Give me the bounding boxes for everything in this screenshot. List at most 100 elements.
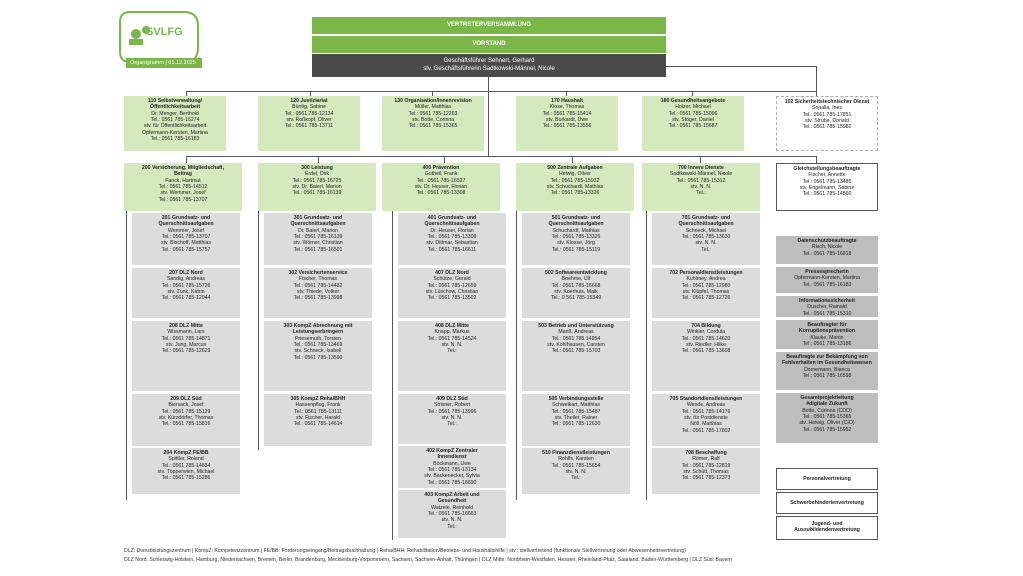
staff-box-line: Tel.: 0561 785-16598 (802, 373, 852, 380)
unit-box-line: Wissmann, Lars (167, 329, 205, 336)
unit-box-line: Tel.: 0561 785-13326 (551, 234, 601, 241)
unit-box-line: Wemmer, Josef (168, 227, 204, 234)
staff-box-title: Pressesprecherin (805, 269, 849, 275)
staff-box-line: Opfermann-Kersten, Martina (794, 275, 860, 282)
unit-box-line: Tel.: 0 561 785-15349 (550, 295, 602, 302)
equality-title: Gleichstellungsbeauftragte (793, 166, 861, 172)
unit-box-title: 302 Versichertenservice (288, 270, 348, 276)
unit-box-line: Tel.: 0561 785-13111 (294, 408, 342, 415)
division-box-title: 500 Zentrale Aufgaben (547, 165, 603, 171)
unit-box-title: 505 Verbindungsstelle (548, 396, 604, 402)
unit-box-line: Tel.: 0561 785-14524 (427, 335, 477, 342)
staff-box-line: Tel.: 0561 785-15952 (802, 426, 852, 433)
unit-box-line: Tel.: 0561 785-15119 (551, 246, 601, 253)
unit-box-line: Rohlfs, Karsten (558, 456, 594, 463)
unit-box-line: Tel.: 0561 785-15129 (161, 408, 211, 415)
department-box-line: Klose, Thomas (549, 104, 585, 111)
unit-box-title: 303 KompZ Abrechnung mit Leistungserbrin… (283, 323, 353, 336)
unit-box-line: stv. Fischer, Harald (295, 415, 340, 422)
unit-box-line: Wende, Andreas (686, 402, 726, 409)
exec-line1: Geschäftsführer Sehnert, Gerhard (443, 58, 535, 64)
unit-box-title: 301 Grundsatz- und Querschnittsaufgaben (290, 215, 346, 228)
unit-box-line: Tel.: 0561 785-12630 (551, 421, 601, 428)
unit-box-title: 702 Personaldienstleistungen (669, 270, 743, 276)
unit-box-title: 204 KompZ FE/BB (163, 450, 209, 456)
staff-box-title: Datenschutzbeauftragte (797, 238, 857, 244)
division-box-line: stv. Dr. Heuser, Florian (414, 184, 468, 191)
unit-box-line: stv. Dittmar, Sebastian (426, 240, 478, 247)
unit-box-line: Nöll, Matthias (690, 421, 722, 428)
unit-box-line: Sandig, Andreas (166, 276, 206, 283)
unit-box-line: Dr. Baierl, Marion (297, 227, 339, 234)
unit-box-line: Tel.: 0561 785-17802 (681, 427, 731, 434)
unit-box-title: 403 KompZ Arbeit und Gesundheit (424, 492, 480, 505)
department-box-line: Holzer, Michael (675, 104, 711, 111)
exec-line2: stv. Geschäftsführerin Sadtkowski-Männel… (423, 65, 555, 72)
department-box-line: Tel.: 0561 785-13711 (284, 123, 334, 130)
logo (118, 8, 204, 70)
svlfg-logo-icon (119, 11, 202, 68)
unit-box-line: stv. Töpperwien, Michael (157, 469, 215, 476)
unit-box-line: stv. N. N. (695, 240, 717, 247)
division-box-line: Tel.: 0561 785-16527 (416, 177, 466, 184)
footer-line-1: DLZ: Dienstleistungszentrum | KompZ: Kom… (124, 548, 686, 554)
unit-box-line: Tel.: 0561 785-12819 (681, 462, 731, 469)
unit-box-line: Tel.: 0561 785-15726 (161, 282, 211, 289)
unit-box-line: Tel.: 0561 785-16501 (293, 246, 343, 253)
unit-box-line: Tel.: 0561 785-12629 (161, 348, 211, 355)
unit-box-title: 201 Grundsatz- und Querschnittsaufgaben (158, 215, 214, 228)
unit-box-title: 510 Finanzdienstleistungen (542, 450, 610, 456)
division-box-line: Sadtkowski-Männel, Nicole (669, 171, 733, 178)
unit-box-line: stv. Kohlhausen, Carsten (547, 342, 605, 349)
unit-box-title: 408 DLZ Mitte (435, 323, 469, 329)
unit-box-line: Schütze, Gerald (433, 276, 471, 283)
assembly-bar: VERTRETERVERSAMMLUNG (312, 17, 666, 34)
unit-box-line: Tel.: 0561 785-13308 (427, 234, 477, 241)
unit-box-line: Tel.: 0561 785-14614 (293, 421, 343, 428)
division-box-title: 300 Leistung (301, 165, 333, 171)
department-box-title: 170 Haushalt (550, 98, 583, 104)
department-box-line: stv. Burkardt, Uwe (546, 117, 588, 124)
division-box-line: stv. Schuchardt, Mathias (546, 184, 604, 191)
unit-box-line: Tel.: 0561 785-14176 (681, 408, 731, 415)
unit-box-line: Tel.: 0561 785-15703 (551, 348, 601, 355)
rep-youth: Jugend- und Auszubildendenvertretung (776, 516, 878, 540)
unit-box-line: stv. Lüschow, Christian (425, 289, 479, 296)
staff-box: Beauftragte zur Bekämpfung von Fehlverha… (776, 352, 878, 390)
department-box-line: Tel.: 0561 785-16274 (150, 117, 200, 124)
board-bar: VORSTAND (312, 36, 666, 53)
unit-box-line: Tel.: (701, 246, 711, 253)
department-box-line: Tel.: 0561 785-16183 (150, 136, 200, 143)
unit-box-title: 401 Grundsatz- und Querschnittsaufgaben (424, 215, 480, 228)
unit-box-line: Tel.: 0561 785-12726 (681, 295, 731, 302)
department-box-title: 120 Justiziariat (290, 98, 328, 104)
division-box-line: Erdel, Dirk (304, 171, 330, 178)
department-box-line: stv. Stöger, Daniel (672, 117, 714, 124)
staff-box-line: Tel.: 0561 785-16183 (802, 281, 852, 288)
executive-bar: Geschäftsführer Sehnert, Gerhard stv. Ge… (312, 54, 666, 77)
division-box-line: Tel.: 0561 785-13707 (158, 196, 208, 203)
department-box-line: Tel.: 0561 785-17851 (802, 111, 852, 118)
unit-box-line: Tel.: 0561 785 14954 (551, 335, 601, 342)
division-box-title: 400 Prävention (422, 165, 460, 171)
unit-box-line: stv. Schütt, Thomas (683, 469, 729, 476)
unit-box-title: 305 KompZ Reha/BHH (290, 396, 346, 402)
logo-name: SVLFG (146, 26, 183, 38)
unit-box-line: stv. N. N. (565, 469, 587, 476)
department-box-line: Opfermann-Kersten, Martina (142, 129, 208, 136)
unit-box-line: Dr. Heuser, Florian (430, 227, 474, 234)
unit-box-line: Tel.: 0561 785-13608 (681, 348, 731, 355)
staff-box-title: Informationssicherheit (799, 298, 855, 304)
